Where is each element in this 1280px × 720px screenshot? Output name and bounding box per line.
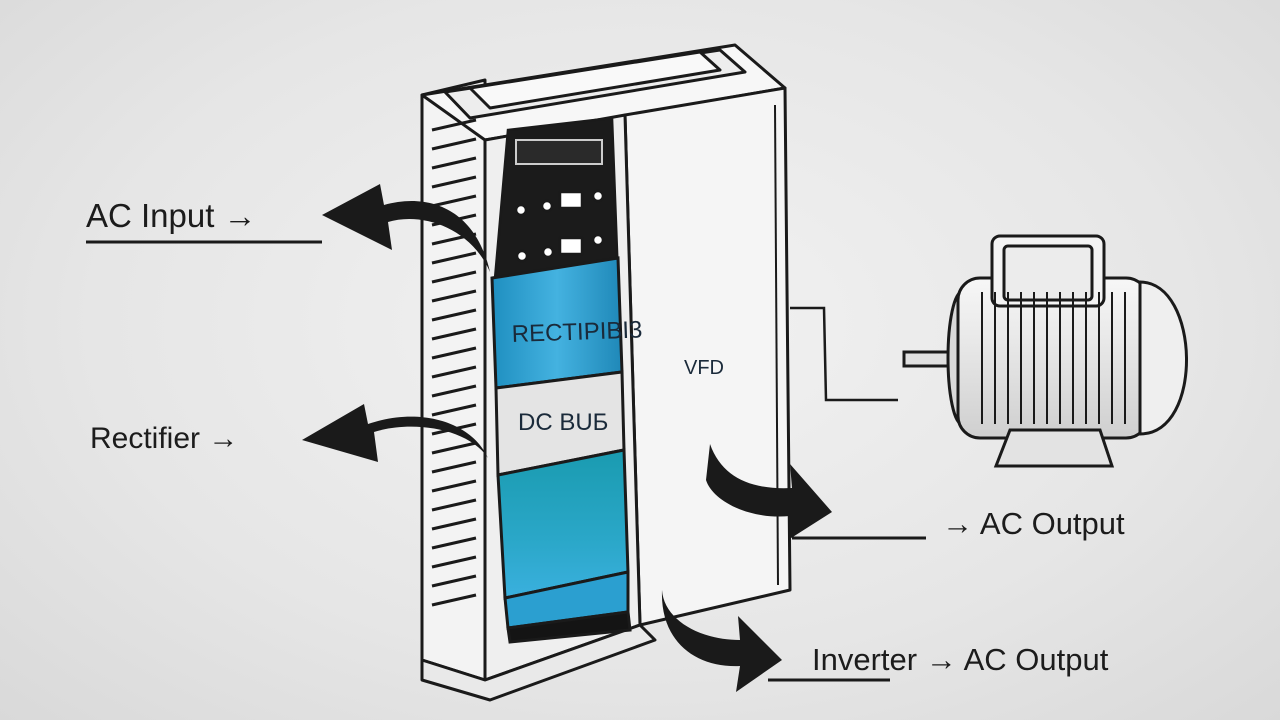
curved-arrow-icon	[302, 404, 488, 462]
vfd-front-label: VFD	[684, 357, 724, 379]
leader-lines	[86, 240, 926, 682]
vent-slot	[431, 593, 477, 607]
ac-input-label: AC Input →	[86, 197, 257, 234]
vent-slot	[431, 270, 477, 284]
vent-slot	[431, 403, 477, 417]
rectifier-panel-label: RECTIPIBI3	[511, 316, 643, 348]
vent-slot	[431, 555, 477, 569]
vent-slot	[431, 137, 477, 151]
vent-slot	[431, 175, 477, 189]
rectifier-label: Rectifier →	[90, 422, 239, 455]
vent-slot	[431, 346, 477, 360]
vent-slot	[431, 327, 477, 341]
vent-slot	[431, 251, 477, 265]
electric-motor-icon	[902, 234, 1188, 468]
vent-slot	[431, 384, 477, 398]
dc-bus-panel-label: DC BUБ	[518, 409, 608, 436]
vent-slot	[431, 118, 477, 132]
vent-slot	[431, 460, 477, 474]
curved-arrow-icon	[706, 444, 832, 540]
vent-slot	[431, 536, 477, 550]
vent-slot	[431, 289, 477, 303]
vent-slot	[431, 574, 477, 588]
vent-slots	[431, 118, 477, 607]
vent-slot	[431, 365, 477, 379]
motor-cooling-fins	[981, 292, 1126, 424]
inverter-panel	[496, 448, 632, 644]
curved-arrow-icon	[322, 184, 490, 272]
vent-slot	[431, 194, 477, 208]
vent-slot	[431, 517, 477, 531]
vent-slot	[431, 308, 477, 322]
vent-slot	[431, 498, 477, 512]
terminal-block	[492, 116, 620, 292]
vent-slot	[431, 441, 477, 455]
ac-output-label: → AC Output	[942, 506, 1125, 541]
curved-arrow-icon	[661, 590, 782, 692]
inverter-label: Inverter → AC Output	[812, 642, 1109, 677]
vent-slot	[431, 156, 477, 170]
vent-slot	[431, 479, 477, 493]
